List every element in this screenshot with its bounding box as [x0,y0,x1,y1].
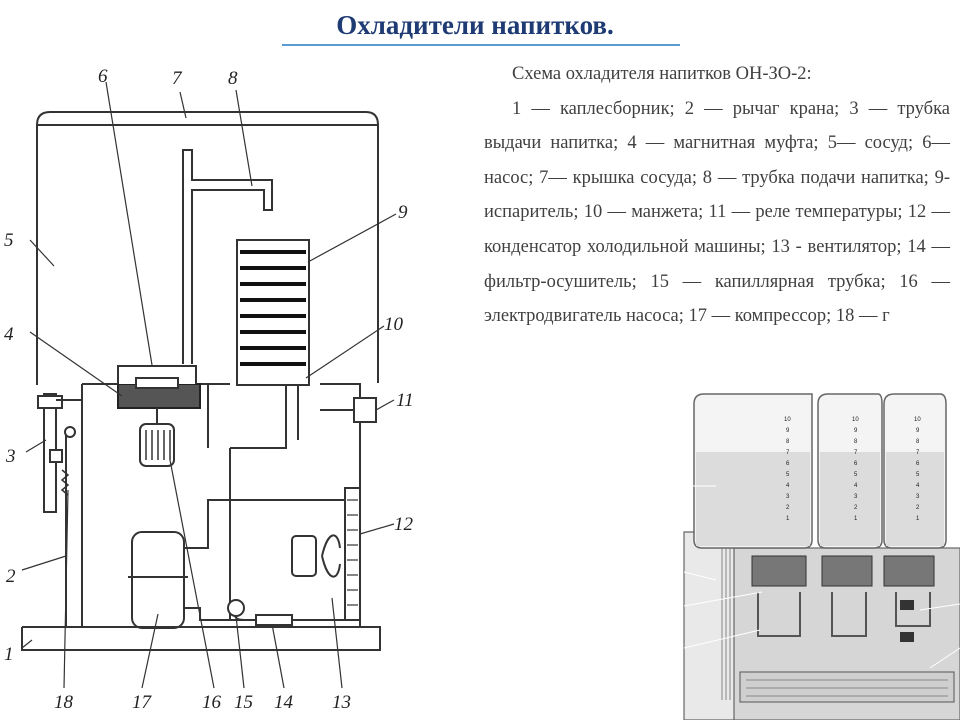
cooler-schematic [21,111,381,651]
scale-left-8: 8 [786,439,790,445]
label-6: 6 [98,66,108,87]
scale-middle-3: 3 [854,494,858,500]
label-5: 5 [4,230,14,251]
capillary-coil [227,599,245,617]
label-17: 17 [132,692,153,713]
scale-right-8: 8 [916,439,920,445]
label-11: 11 [396,390,414,411]
scale-right-7: 7 [916,450,920,456]
drip-tray [21,626,381,651]
slide-title: Охладители напитков. [336,10,614,40]
label-1: 1 [4,644,14,665]
scale-middle-10: 10 [852,417,859,423]
pump-motor [139,423,175,467]
fan-blades [321,534,341,578]
scale-right-10: 10 [914,417,921,423]
label-12: 12 [394,514,414,535]
scale-left-4: 4 [786,483,790,489]
dispenser-photo: 10 9 8 7 6 5 4 3 2 1 10 9 8 7 6 5 4 3 2 … [683,393,960,720]
filter-drier [255,614,293,626]
label-13: 13 [332,692,351,713]
temperature-relay [353,397,377,423]
fan-motor [291,535,317,577]
scale-middle-2: 2 [854,505,858,511]
scale-right-9: 9 [916,428,920,434]
tap-spring [60,469,70,496]
bowl-liquid [696,452,944,546]
scale-left-6: 6 [786,461,790,467]
scale-middle-7: 7 [854,450,858,456]
label-2: 2 [6,566,16,587]
parts-legend: 1 — каплесборник; 2 — рычаг крана; 3 — т… [484,98,950,327]
scale-right-1: 1 [916,516,920,522]
scale-left: 10 9 8 7 6 5 4 3 2 1 [784,417,791,522]
scale-middle-1: 1 [854,516,858,522]
drip-grid [739,671,955,703]
drip-grid-lines [746,679,948,697]
vent-slots [721,548,731,700]
label-10: 10 [384,314,404,335]
photo-switch-upper [900,600,914,610]
tap-head [37,395,63,409]
label-9: 9 [398,202,408,223]
scale-right-5: 5 [916,472,920,478]
refrigerant-line-b [230,384,299,449]
schema-caption: Схема охладителя напитков ОН-ЗО-2: [512,64,812,84]
suction-line [183,499,345,621]
base-housing [81,383,361,627]
motor-fins [145,430,171,460]
scale-right-3: 3 [916,494,920,500]
scale-middle: 10 9 8 7 6 5 4 3 2 1 [852,417,859,522]
leader-lines [21,81,397,689]
label-15: 15 [234,692,253,713]
label-16: 16 [202,692,222,713]
photo-switch-lower [900,632,914,642]
scale-left-1: 1 [786,516,790,522]
scale-left-7: 7 [786,450,790,456]
evaporator-turns [240,250,306,366]
description-block: Схема охладителя напитков ОН-ЗО-2: 1 — к… [484,57,950,334]
label-4: 4 [4,324,14,345]
evaporator-frame [236,239,310,386]
label-7: 7 [172,68,183,89]
title-underline [282,44,680,46]
scale-right-4: 4 [916,483,920,489]
pump-body [117,365,197,389]
condenser [344,487,361,621]
scale-left-10: 10 [784,417,791,423]
scale-right: 10 9 8 7 6 5 4 3 2 1 [914,417,921,522]
label-14: 14 [274,692,294,713]
photo-taps [751,555,935,587]
scale-right-2: 2 [916,505,920,511]
refrigerant-line-a [207,384,272,621]
condenser-fins [347,499,358,606]
scale-middle-8: 8 [854,439,858,445]
scale-middle-5: 5 [854,472,858,478]
tank-outline [36,111,379,385]
scale-left-9: 9 [786,428,790,434]
label-8: 8 [228,68,238,89]
scale-middle-4: 4 [854,483,858,489]
supply-tube [182,149,273,364]
photo-leaders [683,485,960,669]
scale-left-3: 3 [786,494,790,500]
scale-middle-9: 9 [854,428,858,434]
scale-left-5: 5 [786,472,790,478]
label-3: 3 [5,446,16,467]
scale-left-2: 2 [786,505,790,511]
scale-right-6: 6 [916,461,920,467]
compressor [131,531,185,629]
scale-middle-6: 6 [854,461,858,467]
label-18: 18 [54,692,74,713]
part-labels: 1 2 3 4 5 6 7 8 9 10 11 12 13 14 15 16 1… [4,66,414,713]
